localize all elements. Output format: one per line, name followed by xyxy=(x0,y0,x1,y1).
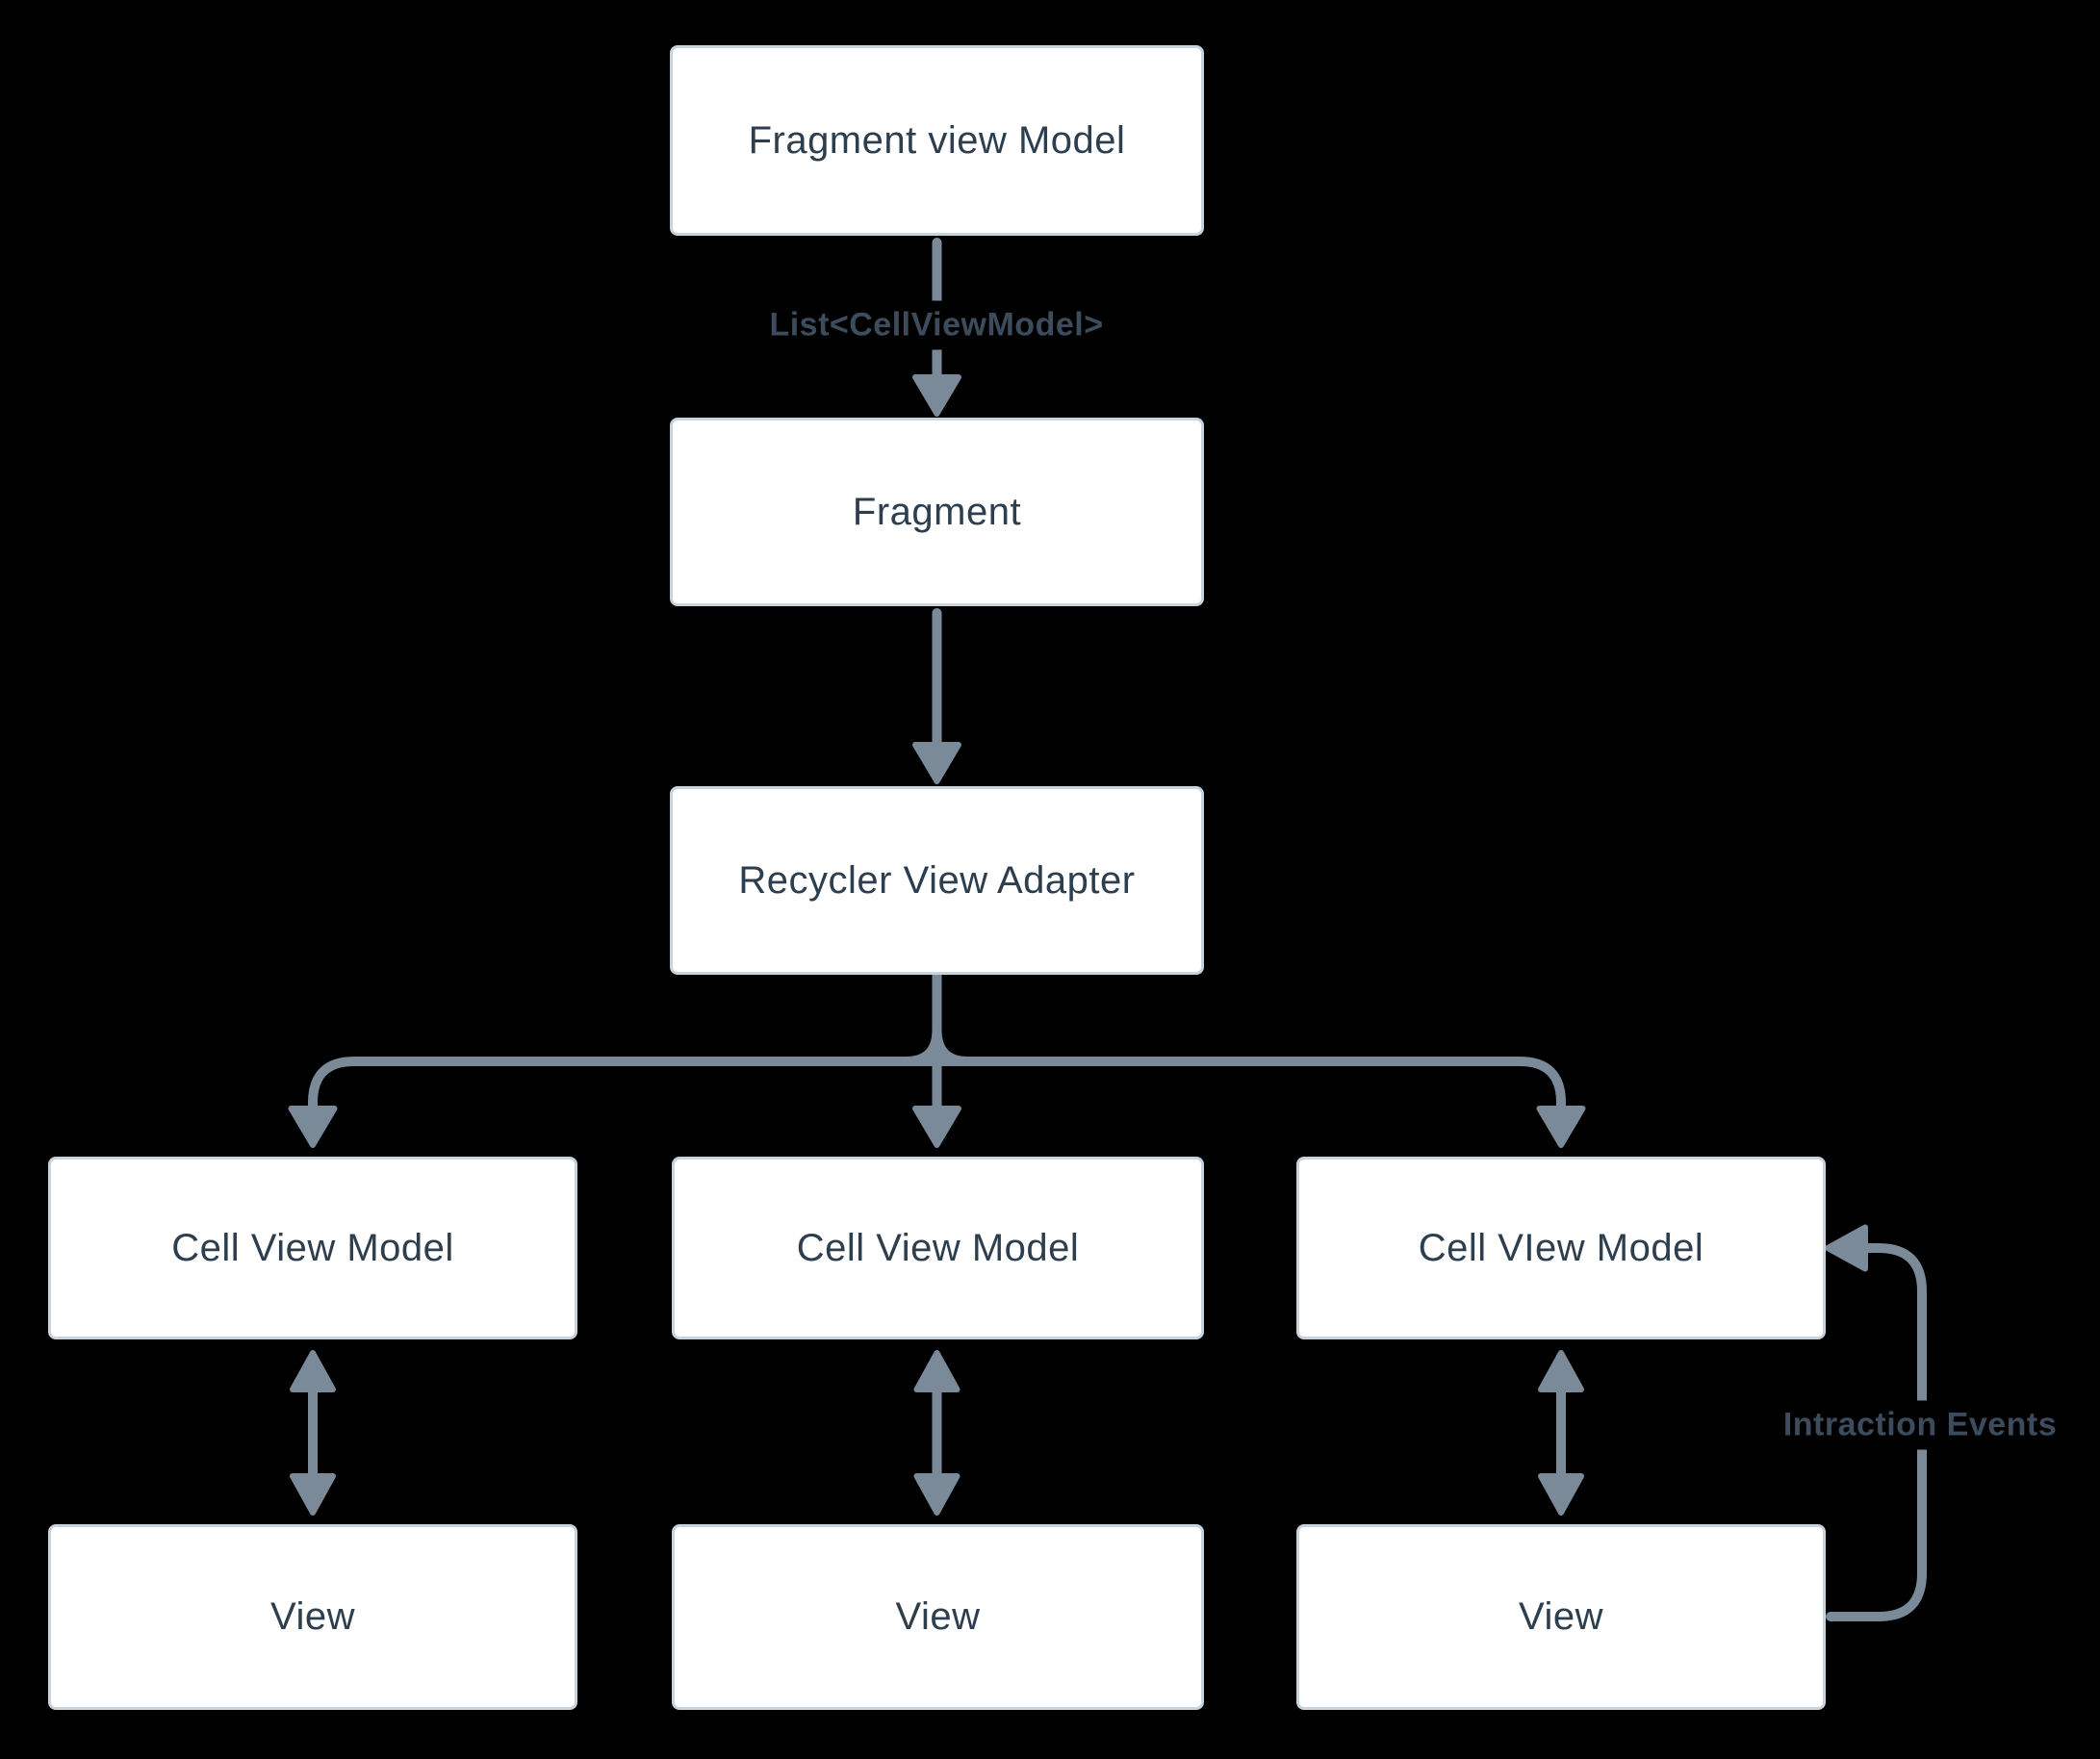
node-label: Fragment xyxy=(852,490,1022,533)
arrow-fragment-to-recycler xyxy=(912,608,961,784)
node-label: Cell View Model xyxy=(171,1226,454,1269)
edge-label-list-cellviewmodel: List<CellViewModel> xyxy=(754,300,1119,350)
node-view-middle: View xyxy=(672,1524,1204,1710)
node-cell-view-model-middle: Cell View Model xyxy=(672,1157,1204,1339)
node-label: Fragment view Model xyxy=(748,118,1126,162)
node-label: Cell VIew Model xyxy=(1418,1226,1704,1269)
node-cell-view-model-right: Cell VIew Model xyxy=(1296,1157,1826,1339)
node-label: View xyxy=(270,1595,355,1638)
node-fragment-view-model: Fragment view Model xyxy=(670,45,1204,236)
node-view-right: View xyxy=(1296,1524,1826,1710)
node-recycler-view-adapter: Recycler View Adapter xyxy=(670,786,1204,975)
arrow-cellviewmodel-view-left xyxy=(290,1350,336,1516)
node-fragment: Fragment xyxy=(670,418,1204,606)
node-label: View xyxy=(1519,1595,1603,1638)
node-cell-view-model-left: Cell View Model xyxy=(48,1157,577,1339)
node-label: Cell View Model xyxy=(796,1226,1080,1269)
arrow-cellviewmodel-view-right xyxy=(1538,1350,1584,1516)
arrow-recycler-branch xyxy=(288,970,1586,1148)
edge-label-intraction-events: Intraction Events xyxy=(1767,1400,2073,1450)
node-label: Recycler View Adapter xyxy=(738,858,1136,902)
node-label: View xyxy=(895,1595,981,1638)
arrow-cellviewmodel-view-middle xyxy=(913,1350,960,1516)
node-view-left: View xyxy=(48,1524,577,1710)
